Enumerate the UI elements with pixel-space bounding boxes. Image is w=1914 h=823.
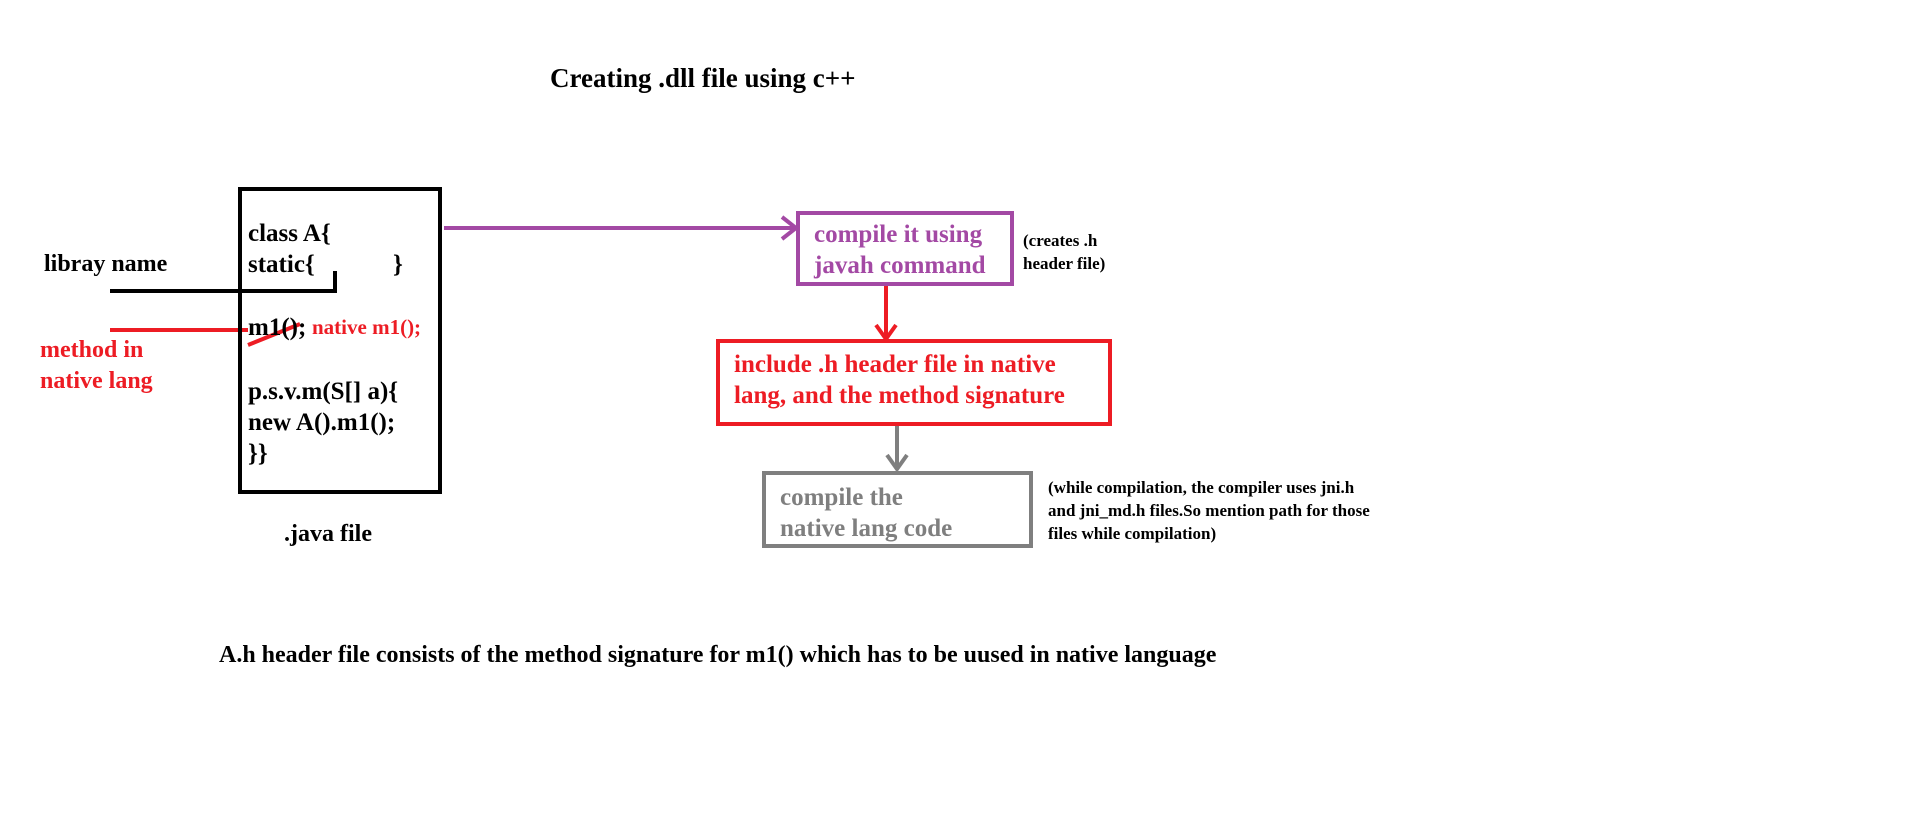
code-m1: m1(); <box>248 314 307 341</box>
native-method-label: method in native lang <box>40 335 153 397</box>
compilation-note: (while compilation, the compiler uses jn… <box>1048 476 1370 545</box>
creates-h-note: (creates .h header file) <box>1023 229 1105 275</box>
compilation-note-line2: and jni_md.h files.So mention path for t… <box>1048 501 1370 520</box>
code-static-close: } <box>393 251 403 278</box>
code-static: static{ <box>248 251 315 278</box>
step-javah-line1: compile it using <box>814 221 983 248</box>
code-class-a: class A{ <box>248 220 331 247</box>
compilation-note-line1: (while compilation, the compiler uses jn… <box>1048 478 1355 497</box>
m1-strike <box>247 322 301 347</box>
step-include-box: include .h header file in native lang, a… <box>716 339 1112 426</box>
code-native-m1: native m1(); <box>312 315 422 339</box>
footer-note: A.h header file consists of the method s… <box>219 642 1217 668</box>
step-javah-line2: javah command <box>814 252 986 279</box>
java-file-box <box>238 187 442 494</box>
code-main: p.s.v.m(S[] a){ <box>248 378 399 405</box>
diagram-title: Creating .dll file using c++ <box>550 63 856 93</box>
step-compile-box: compile the native lang code <box>762 471 1033 548</box>
arrow-to-compile-head <box>885 453 909 473</box>
code-new-a: new A().m1(); <box>248 409 396 436</box>
step-include-line1: include .h header file in native <box>734 351 1056 378</box>
creates-h-note-line2: header file) <box>1023 254 1106 273</box>
step-javah-box: compile it using javah command <box>796 211 1014 286</box>
step-compile-line2: native lang code <box>780 515 953 542</box>
native-method-label-line2: native lang <box>40 368 153 394</box>
library-name-label: libray name <box>44 251 168 277</box>
native-method-label-line1: method in <box>40 337 144 363</box>
code-close: }} <box>248 440 268 467</box>
step-include-line2: lang, and the method signature <box>734 382 1065 409</box>
java-file-caption: .java file <box>284 521 372 547</box>
step-compile-line1: compile the <box>780 484 903 511</box>
compilation-note-line3: files while compilation) <box>1048 524 1217 543</box>
creates-h-note-line1: (creates .h <box>1023 231 1098 250</box>
